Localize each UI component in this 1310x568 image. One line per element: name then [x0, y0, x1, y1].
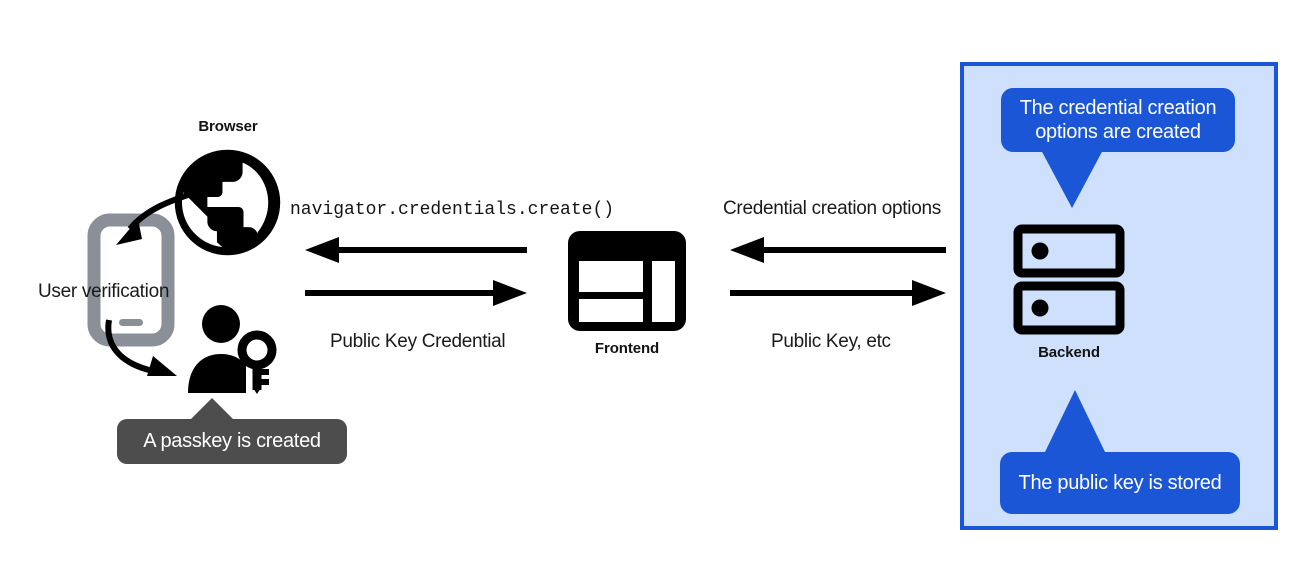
public-key-stored-callout-tail: [1045, 390, 1105, 452]
arrow-device-to-passkey: [105, 318, 210, 388]
arrow-browser-to-device: [100, 185, 205, 255]
public-key-etc-label: Public Key, etc: [771, 331, 891, 352]
passkey-created-callout: A passkey is created: [117, 419, 347, 464]
credential-options-callout-text: The credential creation options are crea…: [1019, 96, 1217, 143]
public-key-stored-callout-text: The public key is stored: [1018, 471, 1222, 494]
public-key-credential-label: Public Key Credential: [330, 331, 506, 352]
credential-creation-options-label: Credential creation options: [723, 198, 941, 219]
frontend-label: Frontend: [594, 340, 660, 357]
public-key-stored-callout: The public key is stored: [1000, 452, 1240, 514]
smartphone-icon: [87, 213, 175, 347]
browser-label: Browser: [198, 118, 258, 135]
arrow-frontend-to-browser: [305, 237, 527, 263]
person-with-key-icon: [188, 305, 284, 394]
navigator-credentials-create-label: navigator.credentials.create(): [290, 200, 615, 220]
passkey-created-callout-text: A passkey is created: [143, 430, 321, 453]
backend-label: Backend: [1038, 344, 1100, 361]
arrow-browser-to-frontend: [305, 280, 527, 306]
credential-options-callout: The credential creation options are crea…: [1001, 88, 1235, 152]
credential-options-callout-tail: [1040, 148, 1104, 208]
arrow-frontend-to-backend: [730, 280, 946, 306]
user-verification-label: User verification: [38, 281, 170, 302]
browser-window-icon: [568, 231, 686, 331]
globe-icon: [170, 145, 285, 260]
arrow-backend-to-frontend: [730, 237, 946, 263]
passkey-created-callout-tail: [190, 398, 234, 420]
server-rack-icon: [1013, 224, 1125, 335]
